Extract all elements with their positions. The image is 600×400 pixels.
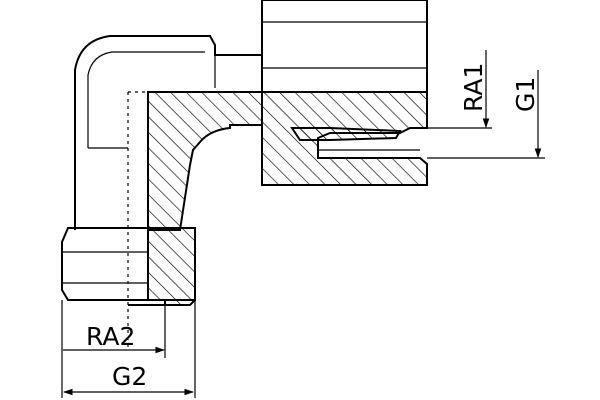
cutting-ring bbox=[290, 127, 420, 151]
label-ra1: RA1 bbox=[459, 63, 488, 112]
label-ra2: RA2 bbox=[86, 322, 135, 351]
dim-ra2: RA2 bbox=[61, 300, 166, 398]
right-nut bbox=[261, 0, 428, 93]
dim-ra1: RA1 bbox=[427, 50, 492, 129]
elbow-body bbox=[74, 35, 262, 230]
elbow-section-hatch bbox=[147, 91, 263, 231]
lower-section-hatch bbox=[147, 227, 196, 306]
dim-g2: G2 bbox=[63, 300, 196, 398]
dim-g1: G1 bbox=[427, 70, 545, 159]
label-g2: G2 bbox=[112, 362, 147, 391]
label-g1: G1 bbox=[511, 77, 540, 112]
